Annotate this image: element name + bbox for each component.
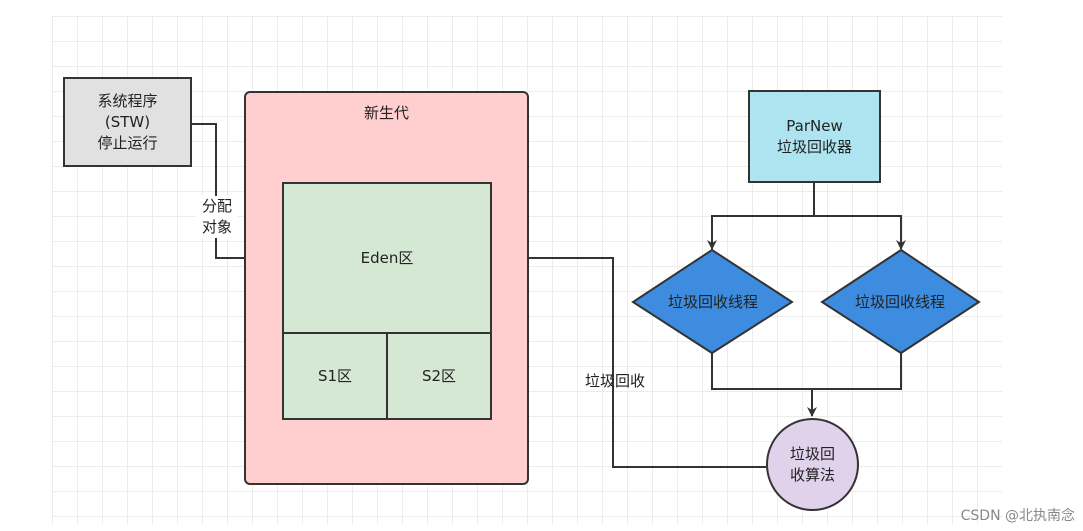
edge-parnew-to-thread-left [707, 215, 814, 250]
young-generation-label: 新生代 [363, 104, 409, 122]
system-program-node: 系统程序 (STW) 停止运行 [63, 77, 192, 167]
parnew-collector-node: ParNew 垃圾回收器 [748, 90, 881, 183]
s1-label: S1区 [317, 366, 353, 385]
edge-thread-right-down [812, 352, 902, 390]
system-line-2: (STW) [104, 112, 151, 131]
system-line-1: 系统程序 [97, 91, 158, 110]
s1-node: S1区 [282, 332, 388, 420]
eden-label: Eden区 [360, 248, 414, 267]
allocate-line-1: 分配 [201, 197, 232, 215]
s2-node: S2区 [386, 332, 492, 420]
allocate-edge-label: 分配 对象 [196, 196, 238, 238]
s2-label: S2区 [421, 366, 457, 385]
system-line-3: 停止运行 [97, 133, 158, 152]
eden-node: Eden区 [282, 182, 492, 334]
algorithm-line-2: 收算法 [789, 465, 835, 484]
thread-left-label: 垃圾回收线程 [667, 293, 758, 311]
edge-parnew-to-thread-right [814, 215, 906, 250]
algorithm-line-1: 垃圾回 [789, 444, 835, 463]
parnew-line-1: ParNew [786, 116, 843, 135]
diamond-thread-right [820, 248, 981, 355]
edge-thread-left-down [711, 352, 812, 390]
diamond-thread-left [631, 248, 794, 355]
gc-edge-label: 垃圾回收 [584, 372, 645, 390]
allocate-line-2: 对象 [201, 218, 232, 236]
edge-gc [493, 253, 766, 468]
thread-right-label: 垃圾回收线程 [854, 293, 945, 311]
gc-algorithm-node: 垃圾回 收算法 [766, 418, 859, 511]
parnew-line-2: 垃圾回收器 [776, 137, 852, 156]
watermark-text: CSDN @北执南念 [960, 508, 1075, 524]
